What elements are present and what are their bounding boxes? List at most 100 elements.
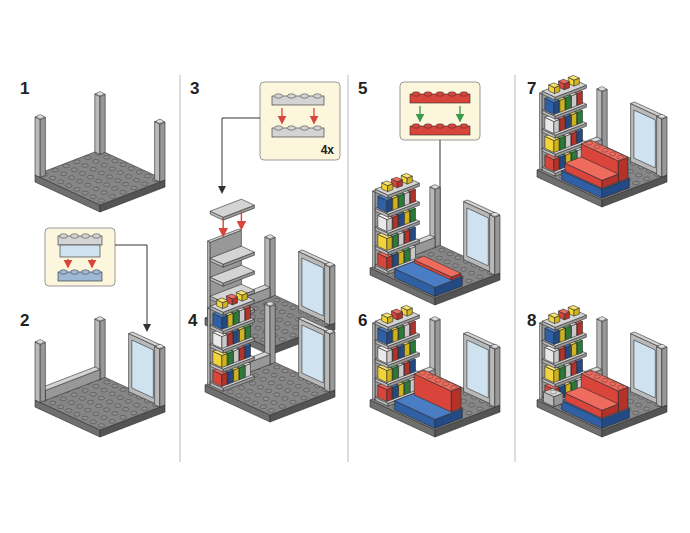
stud xyxy=(617,156,623,160)
brick-face xyxy=(265,302,275,306)
brick-face xyxy=(565,157,618,180)
stud xyxy=(276,385,282,389)
stud xyxy=(293,325,299,329)
stud xyxy=(436,124,444,128)
brick-face xyxy=(404,343,409,357)
brick-face xyxy=(430,317,440,321)
stud xyxy=(599,317,605,321)
brick-face xyxy=(618,387,628,412)
brick-face xyxy=(228,351,233,365)
stud xyxy=(120,415,126,419)
brick-face xyxy=(393,196,398,210)
stud xyxy=(257,318,263,322)
stud xyxy=(263,397,269,401)
brick-face xyxy=(597,317,607,321)
stud xyxy=(635,403,641,407)
stud xyxy=(104,380,110,384)
stud xyxy=(436,92,444,96)
stud xyxy=(82,416,88,420)
stud xyxy=(412,124,420,128)
brick-face xyxy=(568,75,579,80)
stud xyxy=(109,167,115,171)
stud xyxy=(85,156,91,160)
brick-face xyxy=(234,349,239,363)
callout-box xyxy=(400,82,480,140)
callout-box xyxy=(260,82,340,160)
stud xyxy=(265,389,271,393)
brick-face xyxy=(399,383,404,397)
stud xyxy=(90,392,96,396)
brick-face xyxy=(325,330,335,334)
brick-face xyxy=(387,388,392,402)
stud xyxy=(644,177,650,181)
stud xyxy=(448,124,456,128)
stud xyxy=(85,408,91,412)
brick-face xyxy=(245,307,250,321)
stud xyxy=(287,381,293,385)
stud xyxy=(37,115,43,119)
brick-face xyxy=(399,364,404,378)
stud xyxy=(444,260,450,264)
stud xyxy=(60,270,68,274)
brick-face xyxy=(657,345,667,349)
brick-face xyxy=(490,213,500,217)
stud xyxy=(448,92,456,96)
brick-face xyxy=(393,385,398,399)
brick-face xyxy=(566,326,571,340)
brick-face xyxy=(222,373,227,387)
brick-face xyxy=(404,211,409,225)
window-glass xyxy=(467,208,488,266)
brick-face xyxy=(375,309,419,327)
stud xyxy=(290,373,296,377)
brick-face xyxy=(549,313,560,318)
stud xyxy=(275,94,283,98)
stud xyxy=(120,163,126,167)
brick-face xyxy=(373,323,376,400)
stud xyxy=(267,302,273,306)
stud xyxy=(68,401,74,405)
brick-face xyxy=(35,117,40,177)
brick-face xyxy=(399,251,404,265)
stud xyxy=(435,378,441,382)
brick-face xyxy=(95,92,105,96)
brick-face xyxy=(566,364,571,378)
brick-face xyxy=(404,362,409,376)
brick-face xyxy=(602,319,607,379)
stud xyxy=(327,262,333,266)
brick-face xyxy=(404,230,409,244)
stud xyxy=(97,92,103,96)
brick-face xyxy=(602,89,607,149)
stud xyxy=(82,164,88,168)
brick-face xyxy=(560,155,565,169)
brick-face xyxy=(577,341,582,355)
stud xyxy=(633,411,639,415)
brick-face xyxy=(495,347,500,407)
step-number: 7 xyxy=(527,80,536,97)
column-divider xyxy=(515,75,516,462)
brick-face xyxy=(234,368,239,382)
stud xyxy=(93,159,99,163)
stud xyxy=(282,302,288,306)
brick-face xyxy=(226,294,237,299)
brick-face xyxy=(565,387,618,410)
brick-face xyxy=(222,335,227,349)
stud xyxy=(279,337,285,341)
stud xyxy=(260,405,266,409)
stud xyxy=(93,270,101,274)
stud xyxy=(599,87,605,91)
stud xyxy=(424,92,432,96)
assembly-arrow xyxy=(67,259,68,266)
step-number: 1 xyxy=(20,80,29,97)
brick-face xyxy=(410,341,415,355)
brick-face xyxy=(451,387,461,412)
stud xyxy=(327,329,333,333)
brick-face xyxy=(270,237,275,297)
column-divider xyxy=(348,75,349,462)
stud xyxy=(123,182,129,186)
stud xyxy=(284,389,290,393)
brick-face xyxy=(662,347,667,407)
brick-face xyxy=(572,343,577,357)
stud xyxy=(52,168,58,172)
stud xyxy=(439,248,445,252)
